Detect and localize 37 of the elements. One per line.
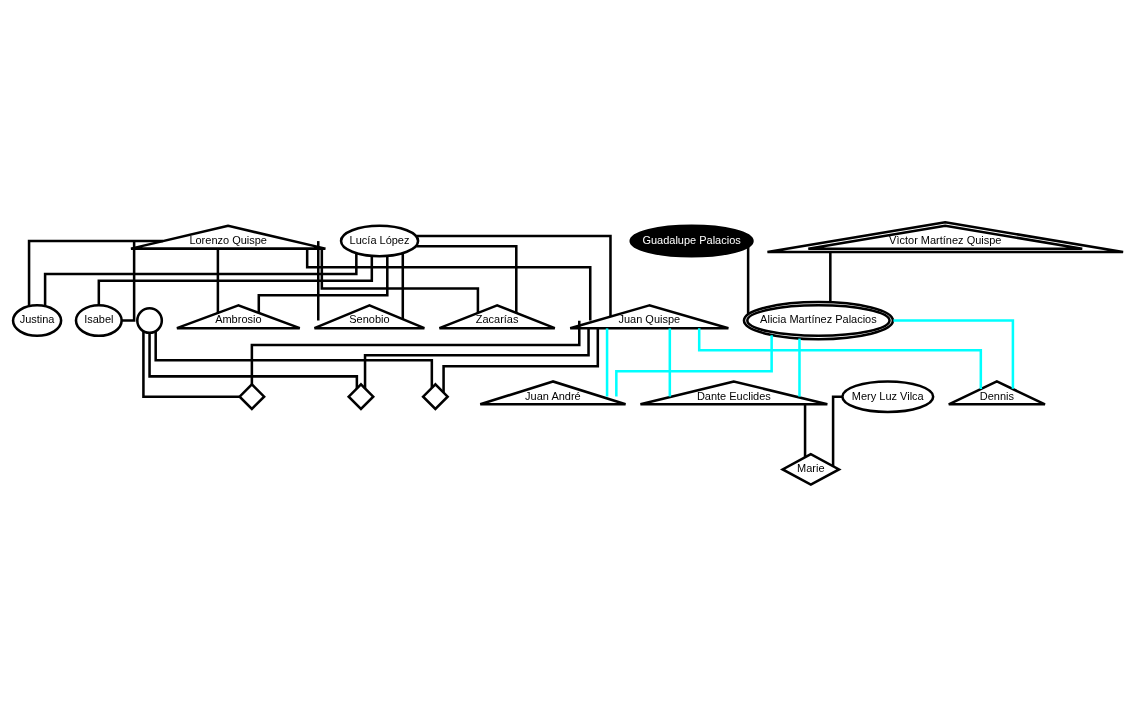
connector [97, 255, 374, 305]
connector [305, 248, 592, 321]
connector [798, 338, 801, 397]
connector [893, 318, 1015, 389]
connector [605, 327, 609, 397]
connector [216, 248, 220, 313]
connector [142, 330, 240, 398]
connector [148, 332, 359, 388]
connector [829, 251, 832, 302]
connector [416, 234, 612, 316]
connector [43, 252, 358, 306]
connector [803, 403, 807, 457]
node-diamond [421, 382, 450, 411]
node-ellipse: Mery Luz Vilca [841, 379, 935, 413]
connector [668, 327, 672, 397]
connector [442, 328, 600, 392]
connector [121, 240, 136, 322]
connector [154, 330, 434, 388]
node-ellipse: Justina [11, 303, 63, 337]
connector [831, 394, 843, 466]
connector [250, 320, 581, 384]
node-diamond [237, 382, 266, 411]
node-ellipse: Lucía López [339, 224, 420, 257]
connector [27, 239, 163, 306]
node-diamond [346, 382, 375, 411]
node-circle [136, 306, 164, 334]
connector [697, 327, 983, 389]
connector [320, 248, 480, 313]
connector [416, 244, 518, 313]
node-diamond: Marie [780, 452, 842, 486]
connector [746, 246, 750, 314]
node-ellipse: Guadalupe Palacios [629, 224, 754, 257]
connector [363, 327, 590, 388]
connector [615, 334, 773, 397]
connector [317, 240, 320, 320]
node-ellipse: Isabel [74, 303, 123, 337]
connector [401, 252, 405, 319]
